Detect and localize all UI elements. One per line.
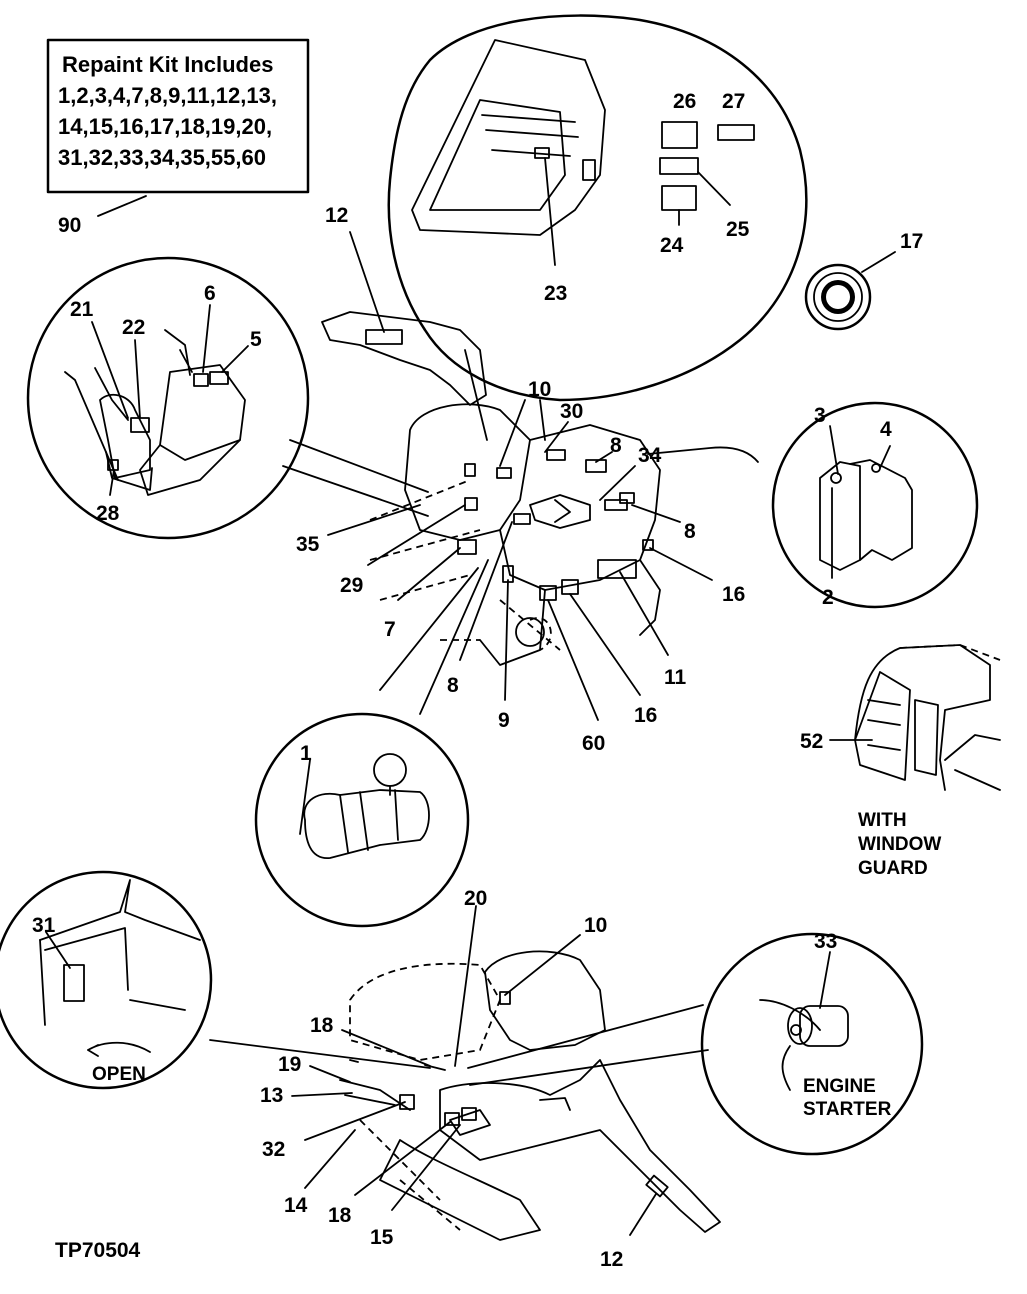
callout-16-right: 16 bbox=[722, 583, 745, 606]
callout-21: 21 bbox=[70, 298, 94, 321]
callout-2: 2 bbox=[822, 586, 834, 609]
callout-27: 27 bbox=[722, 90, 745, 113]
round-decal-17: 17 bbox=[804, 230, 923, 331]
callout-4: 4 bbox=[880, 418, 892, 441]
callout-14: 14 bbox=[284, 1194, 308, 1217]
cab-interior-detail: 23 26 27 25 24 bbox=[387, 14, 808, 441]
callout-8-right: 8 bbox=[684, 520, 696, 543]
callout-23: 23 bbox=[544, 282, 567, 305]
callout-17: 17 bbox=[900, 230, 923, 253]
window-guard-caption-1: WITH bbox=[858, 810, 907, 831]
callout-31: 31 bbox=[32, 914, 56, 937]
callout-18-top: 18 bbox=[310, 1014, 334, 1037]
callout-29: 29 bbox=[340, 574, 363, 597]
callout-30: 30 bbox=[560, 400, 583, 423]
window-guard-caption-2: WINDOW bbox=[858, 834, 941, 855]
callout-22: 22 bbox=[122, 316, 145, 339]
callout-8-top: 8 bbox=[610, 434, 622, 457]
callout-12-top: 12 bbox=[325, 204, 348, 227]
callout-35: 35 bbox=[296, 533, 320, 556]
excavator-bottom-view: 20 10 18 19 13 32 14 18 15 12 bbox=[260, 887, 721, 1271]
kit-line-1: 1,2,3,4,7,8,9,11,12,13, bbox=[58, 83, 277, 108]
repaint-kit-box: Repaint Kit Includes 1,2,3,4,7,8,9,11,12… bbox=[46, 38, 310, 237]
callout-32: 32 bbox=[262, 1138, 285, 1161]
kit-line-2: 14,15,16,17,18,19,20, bbox=[58, 114, 272, 139]
callout-28: 28 bbox=[96, 502, 120, 525]
callout-33: 33 bbox=[814, 930, 837, 953]
callout-12-bottom: 12 bbox=[600, 1248, 623, 1271]
callout-1: 1 bbox=[300, 742, 312, 765]
callout-34: 34 bbox=[638, 444, 662, 467]
callout-52: 52 bbox=[800, 730, 823, 753]
callout-11: 11 bbox=[664, 666, 687, 689]
callout-25: 25 bbox=[726, 218, 750, 241]
pedal-detail: 3 4 2 bbox=[771, 401, 979, 609]
callout-19: 19 bbox=[278, 1053, 301, 1076]
callout-5: 5 bbox=[250, 328, 262, 351]
callout-60: 60 bbox=[582, 732, 605, 755]
callout-9: 9 bbox=[498, 709, 510, 732]
callout-15: 15 bbox=[370, 1226, 394, 1249]
window-guard-cab: 52 WITH WINDOW GUARD bbox=[800, 644, 1001, 879]
callout-10-bottom: 10 bbox=[584, 914, 607, 937]
kit-title: Repaint Kit Includes bbox=[62, 52, 273, 77]
callout-26: 26 bbox=[673, 90, 696, 113]
callout-90: 90 bbox=[58, 214, 81, 237]
figure-id: TP70504 bbox=[55, 1239, 141, 1262]
callout-16-bottom: 16 bbox=[634, 704, 657, 727]
open-caption: OPEN bbox=[92, 1064, 146, 1085]
callout-20: 20 bbox=[464, 887, 487, 910]
excavator-top-view: 12 10 30 8 34 8 16 bbox=[296, 204, 759, 755]
callout-8-left: 8 bbox=[447, 674, 459, 697]
pump-detail: 1 bbox=[254, 559, 489, 928]
engine-starter-caption-1: ENGINE bbox=[803, 1076, 876, 1097]
callout-6: 6 bbox=[204, 282, 216, 305]
callout-7: 7 bbox=[384, 618, 396, 641]
door-detail: 31 OPEN bbox=[0, 870, 431, 1090]
callout-24: 24 bbox=[660, 234, 684, 257]
callout-3: 3 bbox=[814, 404, 826, 427]
engine-starter-detail: 33 ENGINE STARTER bbox=[467, 930, 924, 1156]
callout-18-bottom: 18 bbox=[328, 1204, 352, 1227]
kit-line-3: 31,32,33,34,35,55,60 bbox=[58, 145, 266, 170]
control-lever-detail: 21 22 6 5 28 bbox=[26, 256, 429, 540]
window-guard-caption-3: GUARD bbox=[858, 858, 928, 879]
engine-starter-caption-2: STARTER bbox=[803, 1099, 892, 1120]
callout-13: 13 bbox=[260, 1084, 283, 1107]
callout-10-top: 10 bbox=[528, 378, 551, 401]
